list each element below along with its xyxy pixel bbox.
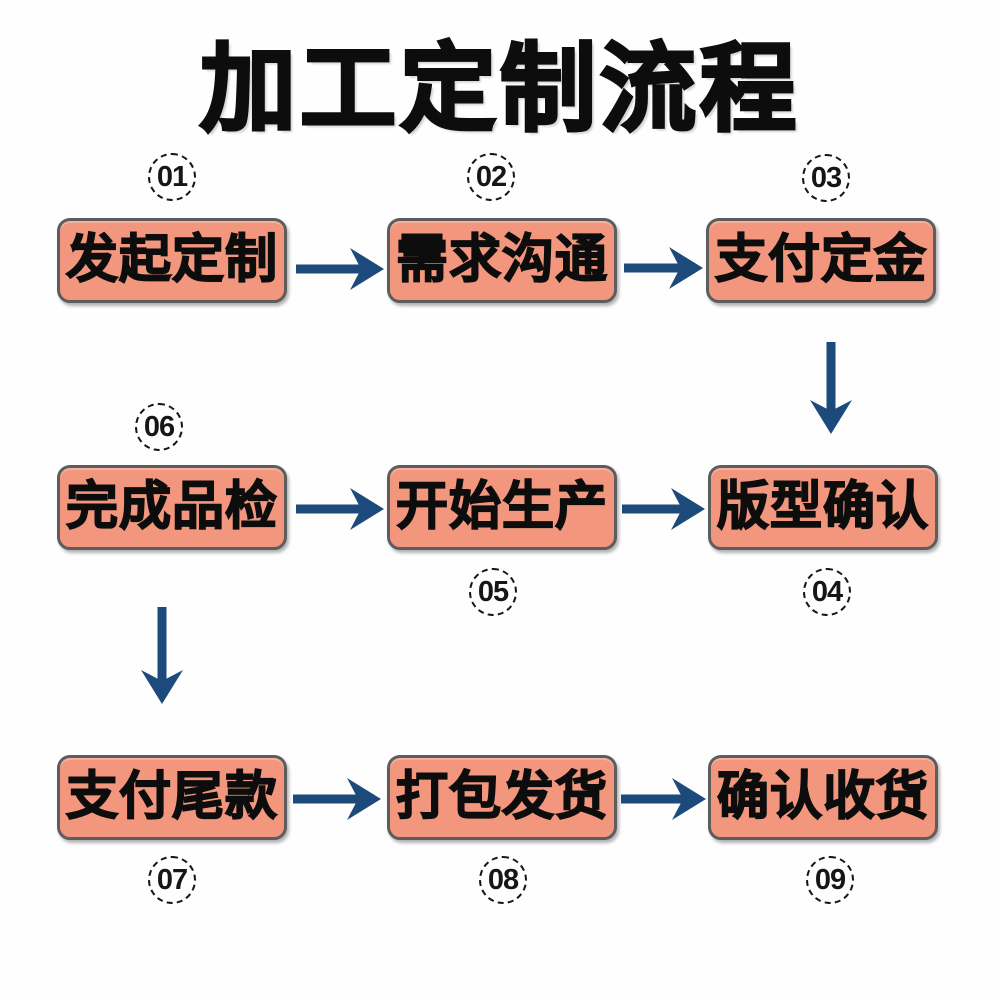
step-badge-07: 07 [148, 856, 196, 904]
arrow-inspection-to-production [296, 488, 384, 530]
flow-step-label: 完成品检 [65, 477, 278, 536]
flow-step-box-01: 发起定制 [57, 218, 287, 303]
flow-step-box-09: 确认收货 [708, 755, 938, 840]
flow-step-label: 需求沟通 [395, 230, 608, 289]
step-number: 02 [475, 160, 507, 193]
step-badge-02: 02 [467, 153, 515, 201]
flow-step-label: 确认收货 [716, 767, 929, 826]
step-number: 04 [811, 575, 843, 608]
step-badge-03: 03 [802, 154, 850, 202]
arrow-initiate-to-communicate [296, 248, 384, 290]
flow-step-label: 开始生产 [395, 477, 608, 536]
flow-step-label: 支付定金 [714, 230, 927, 289]
step-badge-05: 05 [469, 568, 517, 616]
arrow-deposit-to-pattern [810, 342, 852, 434]
flow-step-box-07: 支付尾款 [57, 755, 287, 840]
step-number: 07 [156, 863, 188, 896]
flow-step-box-02: 需求沟通 [387, 218, 617, 303]
arrow-ship-to-receive [621, 778, 706, 820]
step-badge-06: 06 [135, 403, 183, 451]
flow-step-box-03: 支付定金 [706, 218, 936, 303]
step-badge-09: 09 [806, 856, 854, 904]
arrow-communicate-to-deposit [624, 247, 703, 289]
flow-step-label: 支付尾款 [65, 767, 278, 826]
flow-step-box-04: 版型确认 [708, 465, 938, 550]
flow-step-label: 发起定制 [65, 230, 278, 289]
step-number: 08 [487, 863, 519, 896]
step-number: 09 [814, 863, 846, 896]
step-badge-08: 08 [479, 856, 527, 904]
arrow-inspection-to-balance [141, 607, 183, 704]
step-number: 03 [810, 161, 842, 194]
step-number: 05 [477, 575, 509, 608]
step-badge-04: 04 [803, 568, 851, 616]
flow-step-label: 版型确认 [716, 477, 929, 536]
arrow-balance-to-ship [293, 778, 381, 820]
flow-step-label: 打包发货 [395, 767, 608, 826]
step-number: 06 [143, 410, 175, 443]
flow-step-box-06: 完成品检 [57, 465, 287, 550]
flow-step-box-08: 打包发货 [387, 755, 617, 840]
arrow-production-to-pattern [622, 488, 705, 530]
page-title: 加工定制流程 [199, 36, 800, 143]
step-number: 01 [156, 160, 188, 193]
step-badge-01: 01 [148, 153, 196, 201]
flow-step-box-05: 开始生产 [387, 465, 617, 550]
